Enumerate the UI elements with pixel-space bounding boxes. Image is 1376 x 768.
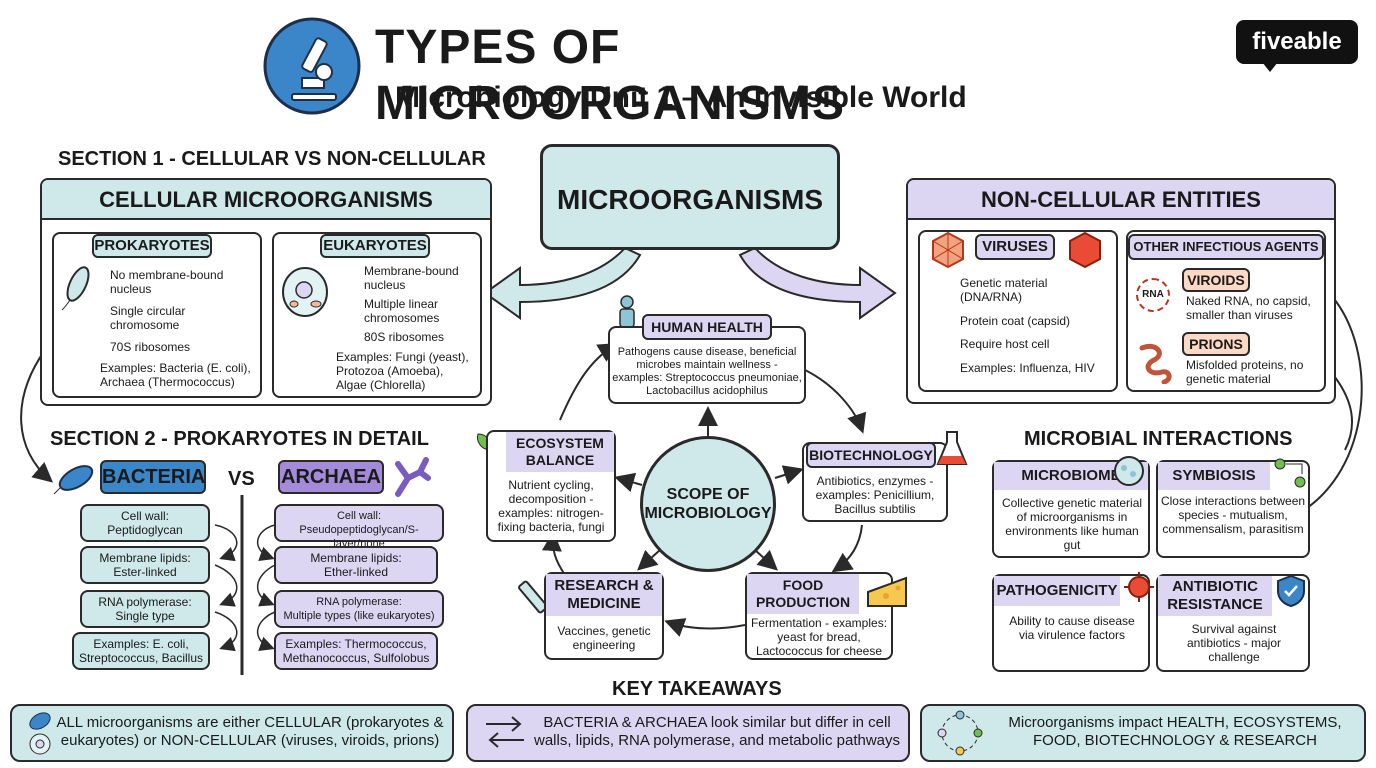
section1-heading: SECTION 1 - CELLULAR VS NON-CELLULAR <box>58 148 486 170</box>
interactions-heading: MICROBIAL INTERACTIONS <box>1024 428 1293 450</box>
brand-text: fiveable <box>1252 28 1342 55</box>
eukaryotic-cell-icon <box>280 266 330 323</box>
takeaway-text-1: ALL microorganisms are either CELLULAR (… <box>56 714 444 749</box>
vs-label: VS <box>228 468 255 490</box>
bacteria-icon <box>52 458 98 503</box>
resistance-text: Survival against antibiotics - major cha… <box>1186 622 1282 664</box>
eukaryote-item-1: Membrane-bound nucleus <box>364 264 459 292</box>
fiveable-logo: fiveable <box>1236 20 1358 64</box>
bacteria-row-3: RNA polymerase:Single type <box>80 590 210 628</box>
virus-capsid-icon <box>1065 230 1105 275</box>
microbiome-text: Collective genetic material of microorga… <box>1001 496 1143 552</box>
pathogen-icon <box>1122 570 1156 609</box>
prokaryote-item-2: Single circular chromosome <box>110 304 186 332</box>
archaea-row-1: Cell wall:Pseudopeptidoglycan/S-layer/no… <box>274 504 444 550</box>
prokaryotes-panel <box>52 232 262 398</box>
viruses-title: VIRUSES <box>975 234 1055 260</box>
prions-title: PRIONS <box>1182 332 1250 356</box>
scope-center: SCOPE OF MICROBIOLOGY <box>640 436 776 572</box>
takeaway-text-3: Microorganisms impact HEALTH, ECOSYSTEMS… <box>1008 714 1342 749</box>
microscope-icon <box>263 17 361 115</box>
archaea-row-4: Examples: Thermococcus,Methanococcus, Su… <box>274 632 438 670</box>
food-text: Fermentation - examples: yeast for bread… <box>750 616 888 658</box>
compare-arrows-icon <box>482 712 528 757</box>
ecosystem-title: ECOSYSTEM BALANCE <box>506 432 614 472</box>
bacteria-row-2: Membrane lipids:Ester-linked <box>80 546 210 584</box>
archaea-title: ARCHAEA <box>278 460 384 494</box>
other-agents-title: OTHER INFECTIOUS AGENTS <box>1128 234 1324 260</box>
archaea-row-3: RNA polymerase:Multiple types (like euka… <box>274 590 444 628</box>
flask-icon <box>936 428 968 473</box>
eukaryote-item-2: Multiple linear chromosomes <box>364 297 440 325</box>
noncellular-title: NON-CELLULAR ENTITIES <box>908 180 1334 220</box>
prion-icon <box>1136 340 1176 389</box>
archaea-row-2: Membrane lipids:Ether-linked <box>274 546 438 584</box>
page-subtitle: Microbiology Unit 1 – An Invisible World <box>395 81 967 114</box>
virus-item-3: Require host cell <box>960 337 1050 351</box>
prions-text: Misfolded proteins, no genetic material <box>1186 358 1304 386</box>
bacterium-icon <box>60 262 96 317</box>
impact-cycle-icon <box>934 708 986 763</box>
symbiosis-title: SYMBIOSIS <box>1158 462 1270 490</box>
biotech-title: BIOTECHNOLOGY <box>806 442 936 468</box>
symbiosis-icon <box>1272 456 1308 495</box>
research-text: Vaccines, genetic engineering <box>557 624 651 652</box>
takeaway-text-2: BACTERIA & ARCHAEA look similar but diff… <box>534 714 900 749</box>
human-health-title: HUMAN HEALTH <box>642 314 772 340</box>
shield-icon <box>1276 574 1306 613</box>
symbiosis-text: Close interactions between species - mut… <box>1160 494 1306 536</box>
takeaway-card-2 <box>466 704 910 762</box>
prokaryote-item-3: 70S ribosomes <box>110 340 191 354</box>
food-title: FOOD PRODUCTION <box>747 574 859 614</box>
archaea-icon <box>388 454 432 503</box>
virus-icon <box>928 230 968 275</box>
prokaryote-item-1: No membrane-bound nucleus <box>110 268 224 296</box>
eukaryote-item-4: Examples: Fungi (yeast), Protozoa (Amoeb… <box>336 350 469 392</box>
takeaways-heading: KEY TAKEAWAYS <box>612 678 782 700</box>
eukaryote-item-3: 80S ribosomes <box>364 330 445 344</box>
cellular-title: CELLULAR MICROORGANISMS <box>42 180 490 220</box>
bacteria-row-1: Cell wall:Peptidoglycan <box>80 504 210 542</box>
microscope-logo <box>262 16 362 116</box>
microorganisms-hub: MICROORGANISMS <box>540 144 840 250</box>
biotech-text: Antibiotics, enzymes - examples: Penicil… <box>815 474 935 516</box>
viroids-title: VIROIDS <box>1182 268 1250 292</box>
ecosystem-text: Nutrient cycling, decomposition - exampl… <box>497 478 605 534</box>
prokaryote-item-4: Examples: Bacteria (E. coli), Archaea (T… <box>100 361 251 389</box>
pathogenicity-title: PATHOGENICITY <box>994 576 1120 606</box>
virus-item-4: Examples: Influenza, HIV <box>960 361 1095 375</box>
petri-dish-icon <box>1112 454 1146 493</box>
logo-tail <box>1262 62 1278 72</box>
eukaryotes-title: EUKARYOTES <box>320 234 430 258</box>
bacteria-row-4: Examples: E. coli,Streptococcus, Bacillu… <box>72 632 210 670</box>
section2-heading: SECTION 2 - PROKARYOTES IN DETAIL <box>50 428 429 450</box>
human-health-text: Pathogens cause disease, beneficial micr… <box>612 346 802 397</box>
pathogenicity-text: Ability to cause disease via virulence f… <box>1009 614 1135 642</box>
rna-icon: RNA <box>1136 278 1170 312</box>
research-title: RESEARCH & MEDICINE <box>546 574 662 616</box>
viroids-text: Naked RNA, no capsid, smaller than virus… <box>1186 294 1311 322</box>
virus-item-1: Genetic material (DNA/RNA) <box>960 276 1048 304</box>
prokaryotes-title: PROKARYOTES <box>92 234 212 258</box>
cells-icon <box>26 710 54 761</box>
virus-item-2: Protein coat (capsid) <box>960 314 1071 328</box>
bacteria-title: BACTERIA <box>100 460 206 494</box>
cheese-icon <box>866 574 908 615</box>
takeaway-card-1 <box>10 704 454 762</box>
resistance-title: ANTIBIOTIC RESISTANCE <box>1158 576 1272 616</box>
page-title: TYPES OF MICROORGANISMS <box>375 21 845 130</box>
takeaway-card-3 <box>920 704 1366 762</box>
